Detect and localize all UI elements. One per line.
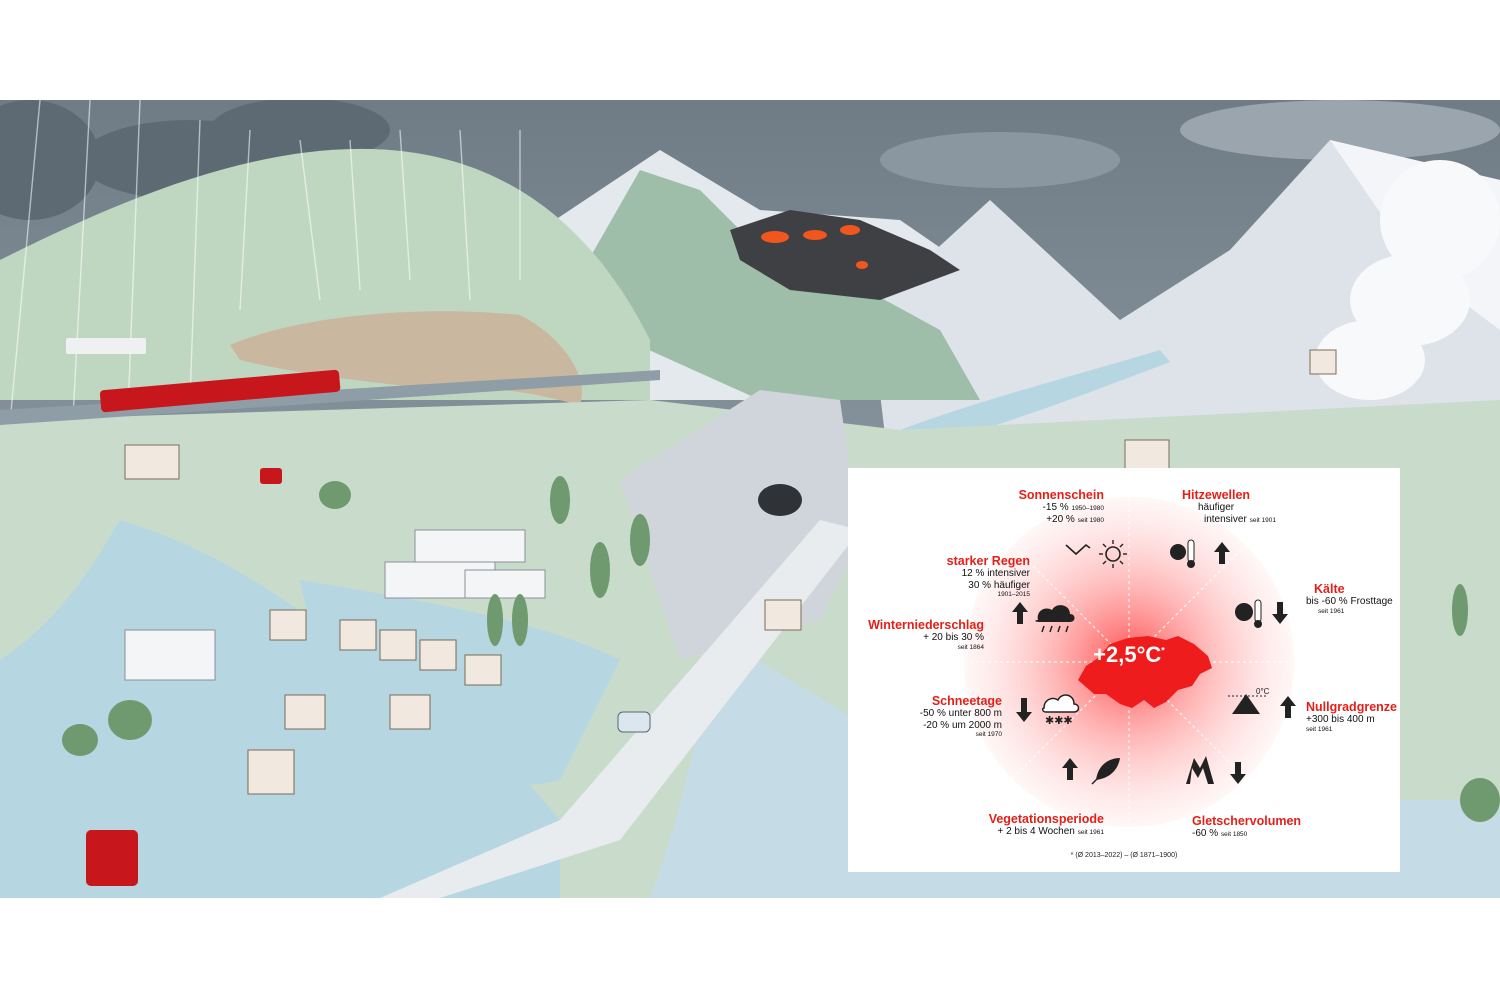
starker-regen-value-1: 12 % intensiver bbox=[961, 568, 1030, 580]
houses bbox=[124, 349, 1337, 795]
burned-forest bbox=[730, 210, 960, 300]
indicator-hitzewellen: Hitzewellen häufiger intensiver seit 190… bbox=[1182, 488, 1276, 525]
sonnenschein-note-2: seit 1980 bbox=[1077, 516, 1104, 524]
vegetationsperiode-value: + 2 bis 4 Wochen bbox=[997, 826, 1075, 838]
temperature-value: +2,5°C bbox=[1093, 642, 1162, 667]
temperature-footnote-marker: * bbox=[1161, 645, 1165, 656]
nullgradgrenze-value: +300 bis 400 m bbox=[1306, 714, 1375, 726]
heat-thermometer-icon bbox=[1170, 539, 1230, 568]
schneetage-note: seit 1970 bbox=[975, 731, 1002, 739]
rain-cloud-icon bbox=[1012, 602, 1075, 633]
nullgradgrenze-note: seit 1961 bbox=[1306, 725, 1333, 733]
indicator-winterniederschlag: Winterniederschlag + 20 bis 30 % seit 18… bbox=[868, 618, 984, 651]
train bbox=[99, 369, 341, 413]
zero-degree-label: 0°C bbox=[1256, 687, 1270, 696]
vegetationsperiode-note: seit 1961 bbox=[1077, 829, 1104, 837]
indicator-starker-regen: starker Regen 12 % intensiver 30 % häufi… bbox=[947, 554, 1030, 599]
river bbox=[900, 350, 1170, 450]
climate-indicators-infographic: 0°C ✱✱✱ Sonnenschein bbox=[848, 468, 1400, 872]
fire-truck bbox=[86, 830, 138, 886]
indicator-schneetage: Schneetage -50 % unter 800 m -20 % um 20… bbox=[920, 694, 1002, 739]
footnote: * (Ø 2013–2022) – (Ø 1871–1900) bbox=[1070, 852, 1178, 859]
trees bbox=[62, 476, 1500, 822]
kaelte-title: Kälte bbox=[1314, 582, 1345, 596]
sonnenschein-title: Sonnenschein bbox=[1018, 488, 1104, 502]
sonnenschein-value-2: +20 % bbox=[1046, 513, 1075, 525]
winterniederschlag-note: seit 1864 bbox=[957, 643, 984, 651]
indicator-gletschervolumen: Gletschervolumen -60 % seit 1850 bbox=[1192, 814, 1301, 840]
starker-regen-value-2: 30 % häufiger bbox=[968, 579, 1030, 591]
snow-cloud-icon: ✱✱✱ bbox=[1016, 694, 1080, 727]
railway-viaduct bbox=[0, 370, 660, 425]
car bbox=[617, 711, 651, 733]
schneetage-value-2: -20 % um 2000 m bbox=[923, 719, 1002, 731]
gletschervolumen-value: -60 % bbox=[1192, 828, 1219, 840]
sun-icon bbox=[1065, 540, 1127, 568]
industrial-buildings bbox=[124, 529, 546, 681]
tractor bbox=[260, 468, 282, 484]
fire-icon bbox=[761, 225, 868, 269]
indicator-sonnenschein: Sonnenschein -15 % 1950–1980 +20 % seit … bbox=[1019, 488, 1104, 525]
svg-text:✱✱✱: ✱✱✱ bbox=[1045, 714, 1073, 727]
gletschervolumen-note: seit 1850 bbox=[1220, 831, 1248, 839]
indicator-kaelte: Kälte bis -60 % Frosttage seit 1961 bbox=[1306, 582, 1393, 615]
switzerland-map-shape bbox=[1078, 636, 1212, 708]
sonnenschein-value-1: -15 % bbox=[1042, 502, 1069, 514]
tunnel-portal bbox=[758, 484, 802, 516]
winterniederschlag-value: + 20 bis 30 % bbox=[923, 632, 984, 644]
starker-regen-note: 1901–2015 bbox=[997, 591, 1030, 599]
starker-regen-title: starker Regen bbox=[946, 554, 1030, 568]
hitzewellen-note: seit 1901 bbox=[1249, 516, 1276, 524]
flood-water bbox=[0, 520, 560, 898]
zero-degree-mountain-icon bbox=[1228, 694, 1296, 718]
schneetage-value-1: -50 % unter 800 m bbox=[919, 708, 1002, 720]
sonnenschein-note-1: 1950–1980 bbox=[1071, 505, 1104, 513]
wooded-slope bbox=[560, 170, 980, 400]
frost-thermometer-icon bbox=[1235, 599, 1288, 628]
indicator-vegetationsperiode: Vegetationsperiode + 2 bis 4 Wochen seit… bbox=[989, 812, 1104, 838]
indicator-nullgradgrenze: Nullgradgrenze +300 bis 400 m seit 1961 bbox=[1306, 700, 1397, 733]
hitzewellen-value-2: intensiver bbox=[1204, 513, 1247, 525]
vegetationsperiode-title: Vegetationsperiode bbox=[988, 812, 1104, 826]
kaelte-note: seit 1961 bbox=[1318, 607, 1345, 615]
avalanche bbox=[1315, 160, 1500, 400]
leaf-icon bbox=[1062, 758, 1120, 785]
gletschervolumen-title: Gletschervolumen bbox=[1192, 814, 1302, 828]
kaelte-value: bis -60 % Frosttage bbox=[1306, 596, 1393, 608]
hitzewellen-title: Hitzewellen bbox=[1182, 488, 1251, 502]
freight-wagons bbox=[66, 338, 146, 354]
road bbox=[380, 520, 860, 898]
infographic-graphics: 0°C ✱✱✱ bbox=[964, 497, 1296, 827]
hitzewellen-value-1: häufiger bbox=[1198, 502, 1235, 514]
schneetage-title: Schneetage bbox=[931, 694, 1002, 708]
winterniederschlag-title: Winterniederschlag bbox=[868, 618, 984, 632]
temperature-increase: +2,5°C* bbox=[1084, 642, 1174, 668]
glacier-icon bbox=[1186, 756, 1246, 784]
nullgradgrenze-title: Nullgradgrenze bbox=[1306, 700, 1397, 714]
